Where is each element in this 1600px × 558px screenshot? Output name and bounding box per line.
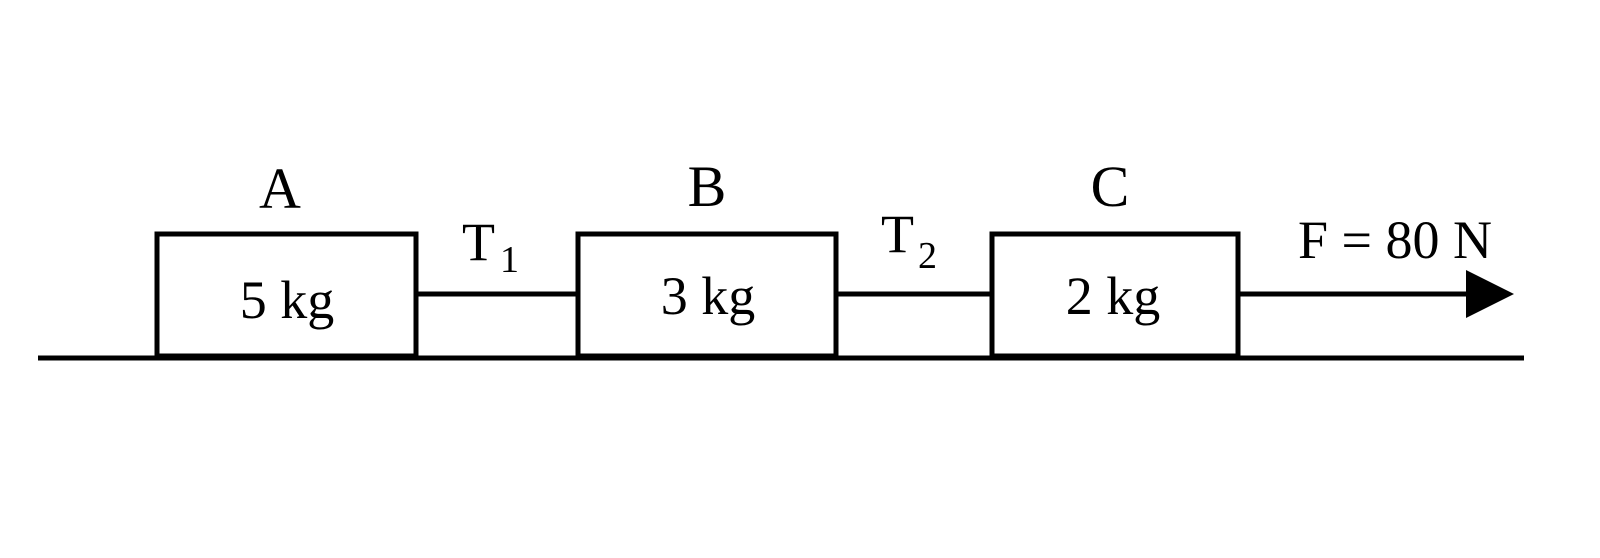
tension-t1-symbol: T xyxy=(462,212,495,272)
block-c-label: C xyxy=(1091,154,1130,219)
block-a xyxy=(154,231,419,359)
tension-t1-subscript: 1 xyxy=(500,239,519,281)
tension-t2-label: T 2 xyxy=(881,204,937,277)
tension-t1-label: T 1 xyxy=(462,212,519,281)
block-b-mass: 3 kg xyxy=(661,266,756,326)
block-c xyxy=(989,231,1241,359)
tension-t2-subscript: 2 xyxy=(918,235,937,277)
block-a-mass: 5 kg xyxy=(240,270,335,330)
force-label: F = 80 N xyxy=(1298,210,1492,270)
block-c-mass: 2 kg xyxy=(1066,266,1161,326)
block-a-label: A xyxy=(259,156,301,221)
force-arrow-head xyxy=(1466,270,1514,318)
block-b xyxy=(575,231,839,359)
block-b-label: B xyxy=(688,154,727,219)
tension-t2-symbol: T xyxy=(881,204,914,264)
